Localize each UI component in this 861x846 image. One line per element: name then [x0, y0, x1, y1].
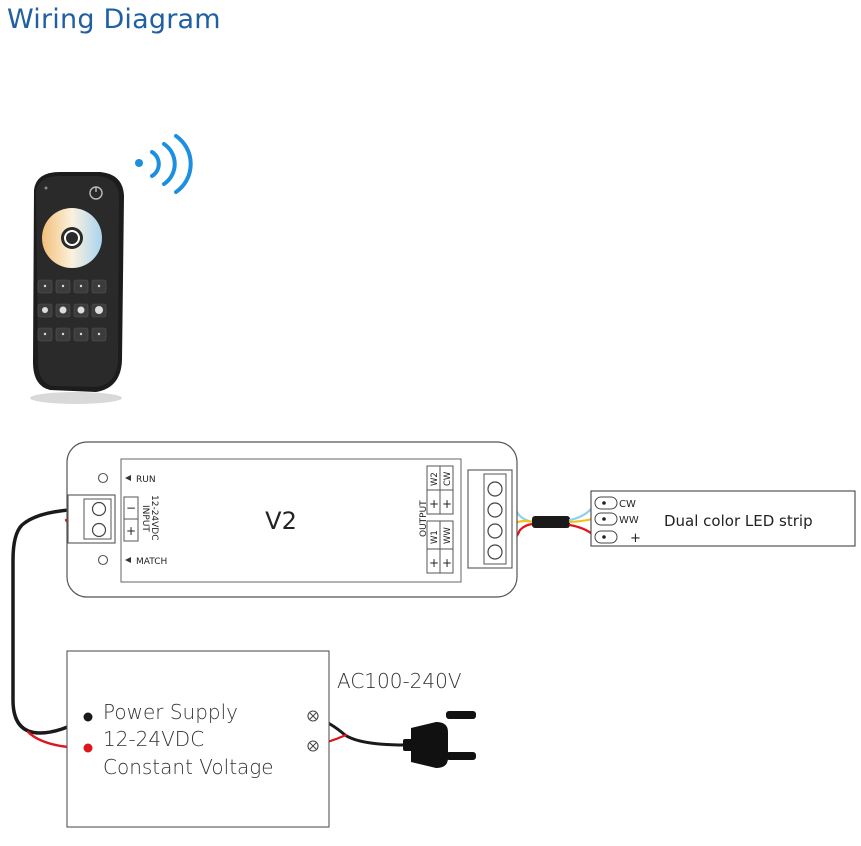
output-cw-label: CW [443, 471, 453, 486]
remote-control [30, 172, 124, 404]
input-plus: + [126, 524, 136, 538]
output-w2-label: W2 [430, 472, 440, 486]
power-supply [66, 650, 330, 828]
wireless-signal-icon [135, 134, 193, 194]
output-plus-3: + [429, 556, 439, 570]
controller-model: V2 [265, 507, 297, 535]
ac-voltage-label: AC100-240V [337, 669, 462, 693]
match-label: MATCH [136, 557, 167, 567]
input-voltage-label: 12-24VDC [149, 495, 159, 541]
input-minus: − [126, 501, 136, 515]
run-label: RUN [136, 475, 156, 485]
output-w1-label: W1 [430, 530, 440, 544]
output-label: OUTPUT [419, 500, 429, 537]
power-supply-line3: Constant Voltage [103, 755, 274, 779]
led-pin-ww: WW [619, 515, 639, 526]
controller-v2 [66, 441, 518, 598]
ac-plug-icon [403, 711, 476, 768]
input-label: INPUT [140, 505, 150, 532]
output-plus-2: + [442, 497, 452, 511]
led-strip [590, 490, 856, 547]
led-strip-label: Dual color LED strip [664, 512, 813, 530]
power-supply-line1: Power Supply [103, 700, 238, 724]
led-pin-cw: CW [619, 499, 636, 510]
output-plus-4: + [442, 556, 452, 570]
led-pin-plus: + [630, 531, 641, 546]
power-supply-line2: 12-24VDC [103, 727, 204, 751]
output-ww-label: WW [443, 527, 453, 544]
page-title: Wiring Diagram [7, 4, 221, 35]
output-plus-1: + [429, 497, 439, 511]
